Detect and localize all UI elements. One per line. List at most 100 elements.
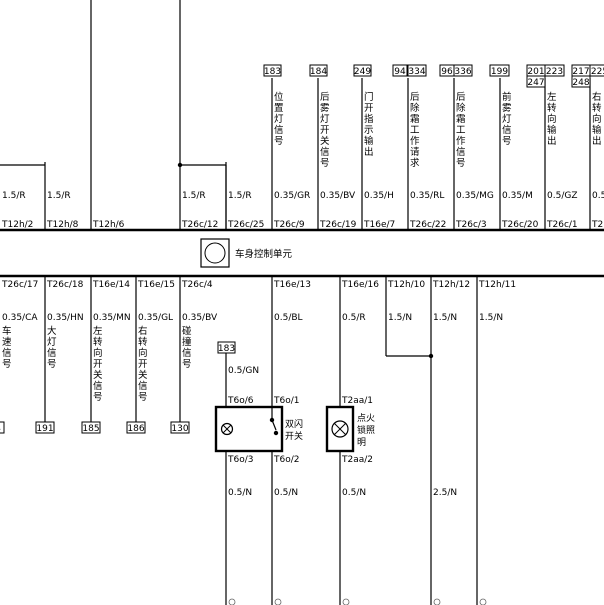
hazard-pin-br: T6o/2 <box>273 455 300 465</box>
ref-183-top-frame <box>263 64 282 77</box>
vertical-char: 信 <box>274 124 284 136</box>
upper-wire-gauge-10: 0.35/MG <box>456 191 494 201</box>
ground-connector-0 <box>228 598 236 605</box>
vertical-char: 向 <box>592 113 602 125</box>
vertical-char: 灯 <box>274 114 284 125</box>
ref-130: 130 <box>171 424 188 434</box>
ground-connector-2 <box>342 598 350 605</box>
vertical-char: 位 <box>274 91 284 103</box>
vertical-char: 开 <box>138 359 148 370</box>
transistor-icon <box>204 242 226 264</box>
upper-wire-pin-11: T26c/20 <box>501 220 539 230</box>
lower-wire-pin-8: T12h/10 <box>387 280 425 290</box>
lower-wire-pin-7: T16e/16 <box>341 280 379 290</box>
module-label: 车身控制单元 <box>235 248 293 260</box>
vertical-char: 号 <box>274 136 284 147</box>
vertical-char: 示 <box>364 125 374 136</box>
vertical-char: 关 <box>138 369 148 381</box>
vertical-char: 向 <box>93 347 103 359</box>
ref-183-top: 183 <box>264 67 281 77</box>
vertical-char: 后 <box>456 92 466 103</box>
ref-4-frame <box>0 421 5 434</box>
vertical-char: 出 <box>592 135 602 147</box>
vertical-char: 雾 <box>502 103 512 114</box>
vertical-char: 信 <box>456 146 466 158</box>
ref-184: 184 <box>310 67 327 77</box>
upper-wire-pin-13: T2 <box>591 220 603 230</box>
hazard-label-1: 双闪 <box>285 419 303 430</box>
vertical-char: 大 <box>47 325 57 337</box>
vertical-char: 作 <box>410 135 420 147</box>
vertical-char: 转 <box>93 336 103 348</box>
vertical-char: 关 <box>93 369 103 381</box>
ref-201: 201 <box>527 67 544 77</box>
vertical-char: 工 <box>456 125 466 136</box>
vertical-char: 号 <box>47 359 57 370</box>
lower-wire-gauge-8: 1.5/N <box>388 313 412 323</box>
vertical-char: 向 <box>547 113 557 125</box>
upper-wire-pin-9: T26c/22 <box>409 220 446 230</box>
ref-336-frame <box>453 64 473 77</box>
ref-191: 191 <box>36 424 53 434</box>
ref-199: 199 <box>491 67 508 77</box>
ignition-label-3: 明 <box>357 437 366 448</box>
lower-wire-gauge-7: 0.5/R <box>342 313 366 323</box>
lower-wire-pin-3: T16e/14 <box>92 280 130 290</box>
upper-wire-gauge-9: 0.35/RL <box>410 191 444 201</box>
hazard-pin-tr: T6o/1 <box>273 396 300 406</box>
upper-wire-pin-6: T26c/9 <box>273 220 305 230</box>
upper-wire-gauge-12: 0.5/GZ <box>547 191 578 201</box>
ignition-label-2: 锁照 <box>357 424 375 436</box>
ignition-label-1: 点火 <box>357 413 375 424</box>
ref-184-frame <box>309 64 328 77</box>
ref-225: 225 <box>591 67 604 77</box>
ref-249-frame <box>353 64 372 77</box>
vertical-char: 左 <box>547 91 557 103</box>
ref-94: 94 <box>394 67 406 77</box>
lower-wire-gauge-10: 1.5/N <box>479 313 503 323</box>
hazard-lamp-x2 <box>222 424 232 434</box>
vertical-char: 置 <box>274 103 284 114</box>
module-icon-frame <box>200 238 230 268</box>
vertical-char: 信 <box>502 124 512 136</box>
vertical-char: 门 <box>364 91 374 103</box>
lower-wire-pin-1: T26c/17 <box>1 280 38 290</box>
hazard-lamp-icon <box>220 422 234 436</box>
lower-wire-gauge-6: 0.5/BL <box>274 313 303 323</box>
ref-249: 249 <box>354 67 371 77</box>
lower-wire-gauge-4: 0.35/GL <box>138 313 173 323</box>
ref-334: 334 <box>408 67 425 77</box>
vertical-char: 车 <box>2 325 12 337</box>
junction-dot <box>269 417 275 423</box>
ref-199-frame <box>489 64 510 77</box>
lower-wire-gauge-5: 0.35/BV <box>182 313 218 323</box>
upper-wire-gauge-13: 0.5 <box>592 191 604 201</box>
lower-wire-pin-6: T16e/13 <box>273 280 311 290</box>
lower-wire-gauge-3: 0.35/MN <box>93 313 131 323</box>
vertical-char: 撞 <box>182 336 192 348</box>
vertical-char: 号 <box>2 359 12 370</box>
upper-wire-gauge-7: 0.35/BV <box>320 191 356 201</box>
vertical-char: 号 <box>182 359 192 370</box>
vertical-char: 指 <box>364 113 374 125</box>
lower-wire-pin-9: T12h/12 <box>432 280 470 290</box>
ground-gauge: 2.5/N <box>433 488 457 498</box>
junction-dot <box>177 162 183 168</box>
ref-336: 336 <box>454 67 471 77</box>
hazard-pin-bl: T6o/3 <box>227 455 254 465</box>
ref-183-hazard: 183 <box>218 344 235 354</box>
ref-248: 248 <box>572 78 589 88</box>
upper-wire-pin-12: T26c/1 <box>546 220 578 230</box>
ref-334-frame <box>407 64 427 77</box>
vertical-char: 后 <box>320 92 330 103</box>
vertical-char: 作 <box>456 135 466 147</box>
upper-wire-pin-2: T12h/8 <box>46 220 79 230</box>
ref-191-frame <box>35 421 55 434</box>
vertical-char: 右 <box>138 325 148 337</box>
upper-wire-pin-1: T12h/2 <box>1 220 33 230</box>
